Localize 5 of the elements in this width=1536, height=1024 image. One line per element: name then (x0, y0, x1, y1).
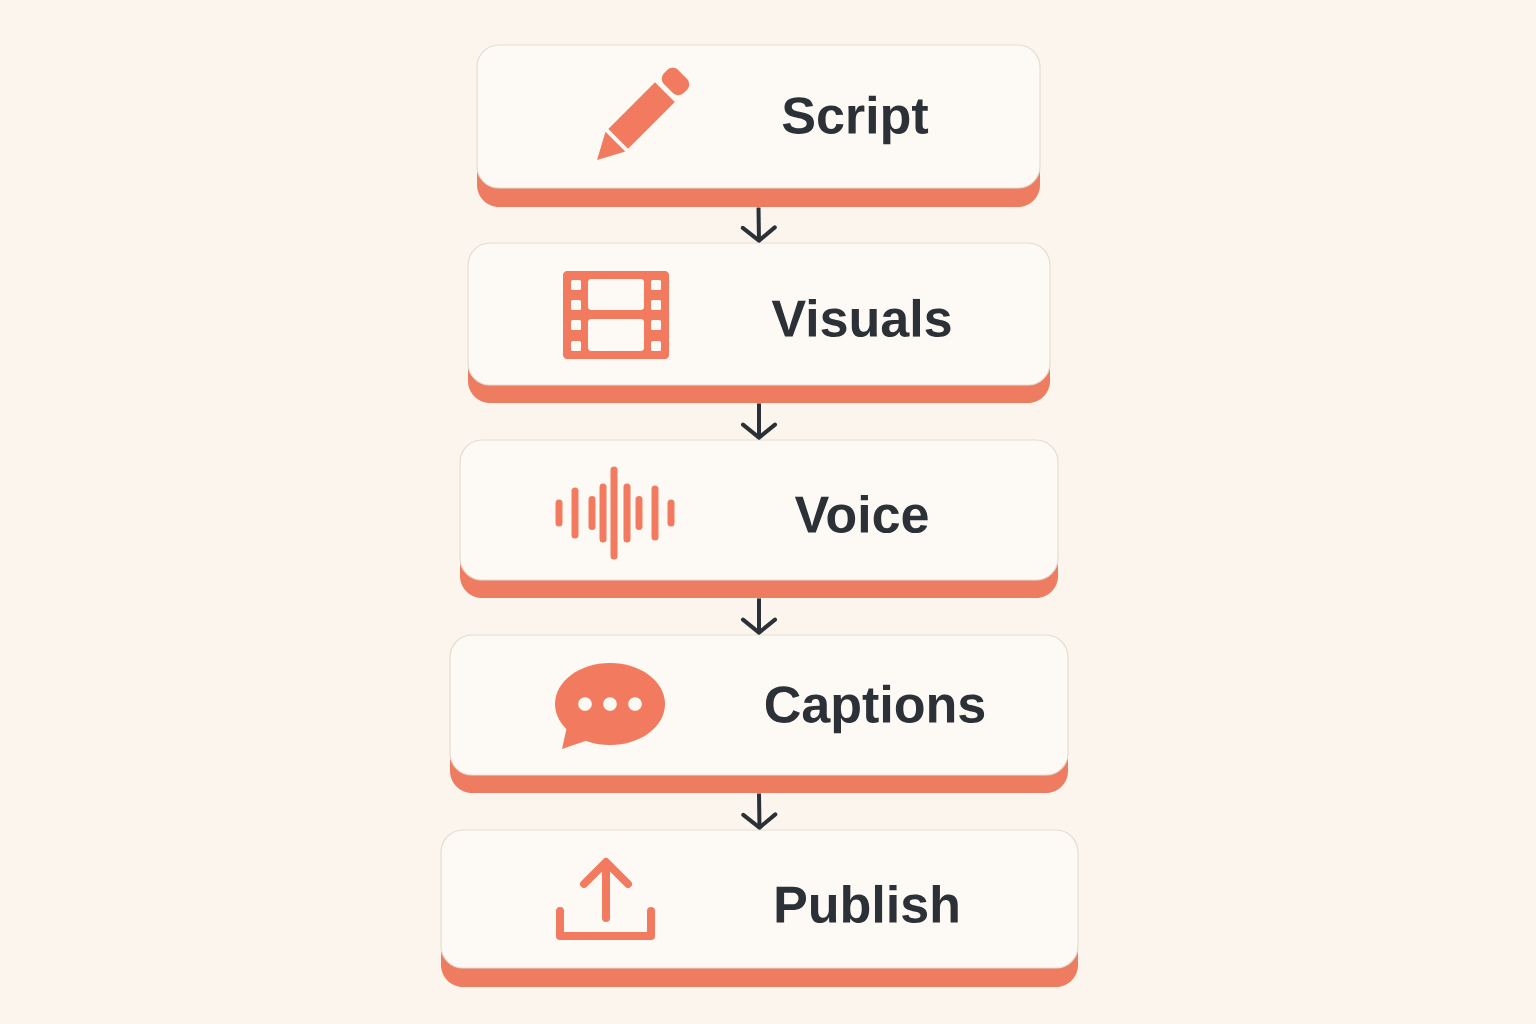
step-box: Voice (459, 439, 1059, 598)
step-box: Script (476, 44, 1041, 207)
step-box: Visuals (467, 242, 1051, 403)
step-box: Captions (449, 634, 1069, 793)
step-box: Publish (440, 829, 1079, 987)
